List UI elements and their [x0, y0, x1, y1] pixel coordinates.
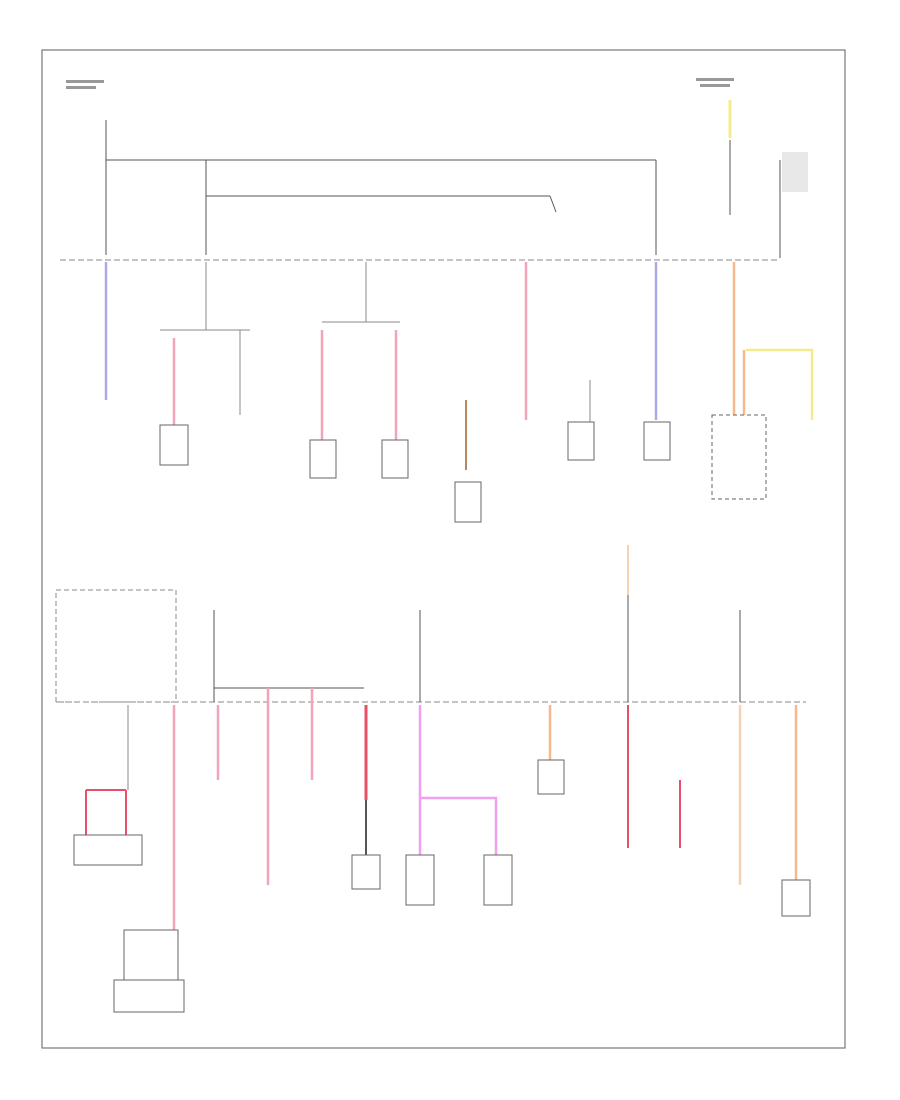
component-box-3 — [381, 439, 409, 479]
wire-yellow-8 — [746, 348, 814, 420]
bottom-box-1 — [73, 834, 143, 866]
bottom-box-7a — [405, 854, 435, 906]
component-box-1 — [159, 424, 189, 466]
right-side-label — [782, 152, 808, 192]
component-box-2 — [309, 439, 337, 479]
wire-b-magenta-7b — [420, 796, 498, 855]
top-left-label — [66, 80, 104, 83]
top-right-label — [696, 78, 734, 81]
bottom-box-7b — [483, 854, 513, 906]
component-box-7 — [711, 414, 767, 500]
component-box-4 — [454, 481, 482, 523]
top-left-label-2 — [66, 86, 96, 89]
component-box-6 — [643, 421, 671, 461]
bottom-box-6 — [351, 854, 381, 890]
bottom-box-8 — [537, 759, 565, 795]
top-right-label-2 — [700, 84, 730, 87]
bottom-left-dashed-box — [55, 589, 177, 703]
diagram-border — [41, 49, 846, 1049]
bottom-box-2a — [123, 929, 179, 981]
component-box-5 — [567, 421, 595, 461]
bottom-box-11 — [781, 879, 811, 917]
bottom-box-2b — [113, 979, 185, 1013]
switch-contact — [549, 195, 557, 213]
